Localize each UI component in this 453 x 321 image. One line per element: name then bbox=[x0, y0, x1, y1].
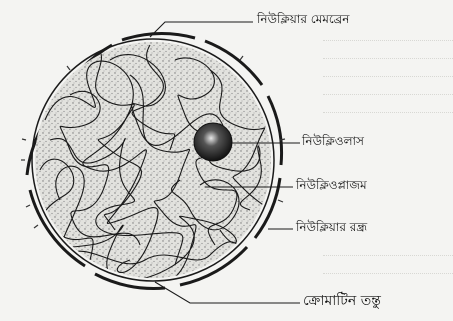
label-chromatin-fiber: ক্রোমাটিন তন্তু bbox=[302, 294, 382, 308]
label-nuclear-pore: নিউক্লিয়ার রন্ধ্র bbox=[295, 221, 368, 233]
label-nuclear-membrane: নিউক্লিয়ার মেমব্রেন bbox=[256, 13, 350, 25]
label-nucleolus: নিউক্লিওলাস bbox=[301, 135, 365, 147]
nucleolus bbox=[194, 123, 232, 161]
label-nucleoplasm: নিউক্লিওপ্লাজম bbox=[295, 179, 368, 191]
